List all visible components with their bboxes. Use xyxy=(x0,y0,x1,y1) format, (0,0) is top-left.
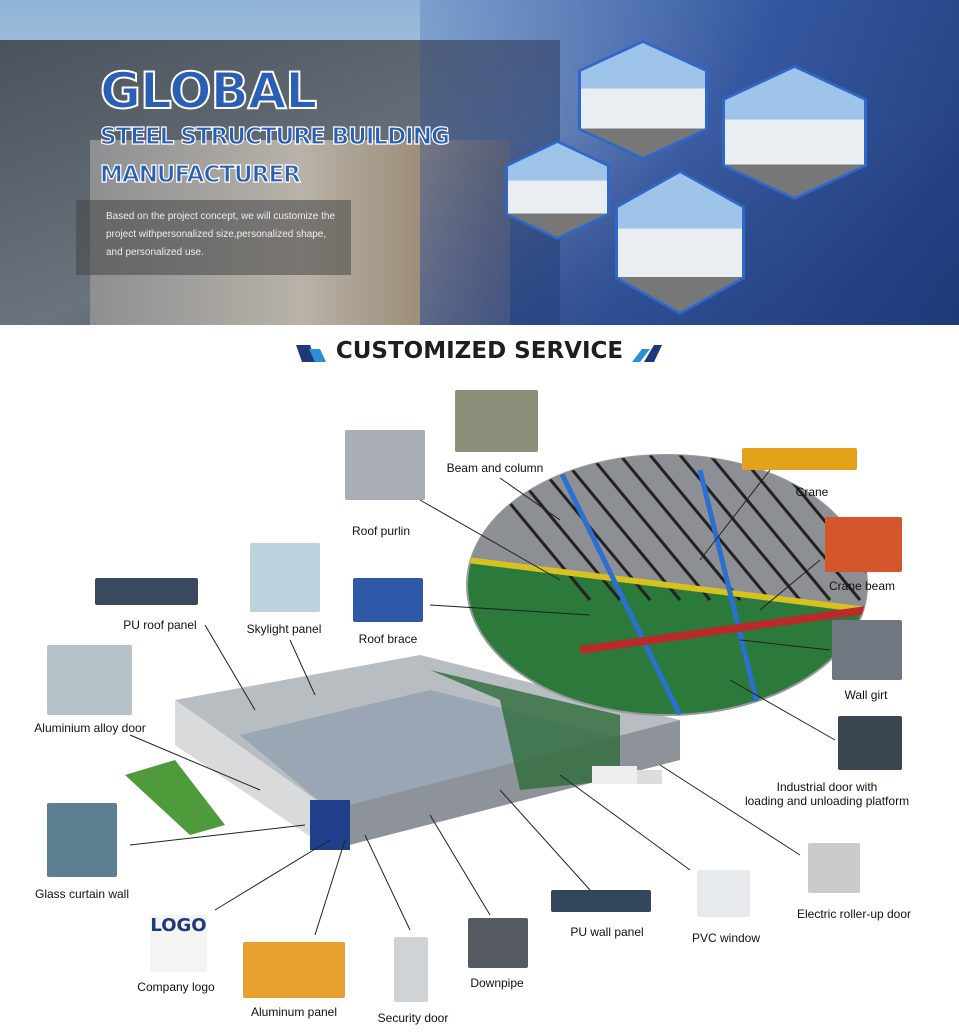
label-text: Crane xyxy=(795,485,829,499)
label-text: Company logo xyxy=(137,980,215,994)
heading-decoration-left xyxy=(296,345,326,362)
wall-girt-image xyxy=(832,620,902,680)
label-text: PU roof panel xyxy=(123,618,197,632)
project-photo-hex xyxy=(722,65,867,200)
glass-curtain-wall-leader-line xyxy=(129,824,306,846)
electric-roller-up-door-leader-line xyxy=(659,764,801,856)
description-line: Based on the project concept, we will cu… xyxy=(106,211,336,222)
aluminum-panel-label: Aluminum panel xyxy=(251,1005,337,1019)
electric-roller-up-door-label: Electric roller-up door xyxy=(797,907,911,921)
pu-roof-panel-leader-line xyxy=(204,624,256,711)
pvc-window-label: PVC window xyxy=(692,931,760,945)
roof-purlin-stripe xyxy=(708,455,832,601)
security-door-leader-line xyxy=(364,834,411,931)
beam-and-column-label: Beam and column xyxy=(447,461,544,475)
roof-purlin-stripe xyxy=(618,455,742,601)
security-door-label: Security door xyxy=(378,1011,449,1025)
crane-label: Crane xyxy=(796,485,829,499)
pu-roof-panel-label: PU roof panel xyxy=(123,618,196,632)
hero-subtitle: STEEL STRUCTURE BUILDING xyxy=(99,123,450,150)
electric-roller-up-door-image xyxy=(808,843,860,893)
crane-image xyxy=(742,448,857,470)
hero-description: Based on the project concept, we will cu… xyxy=(76,200,351,275)
label-text: Aluminum panel xyxy=(250,1005,338,1019)
roof-purlin-leader-line xyxy=(419,499,561,581)
hero-subtitle: MANUFACTURER xyxy=(99,161,301,188)
description-line: project withpersonalized size,personaliz… xyxy=(106,229,327,240)
aluminium-alloy-door-image xyxy=(47,645,132,715)
downpipe-image xyxy=(468,918,528,968)
roof-purlin-stripe xyxy=(738,455,862,601)
glass-curtain-wall-label: Glass curtain wall xyxy=(35,887,129,901)
aluminium-alloy-door-label: Aluminium alloy door xyxy=(34,721,145,735)
roof-purlin-image xyxy=(345,430,425,500)
heading-decoration-right xyxy=(632,345,662,362)
label-text: Roof brace xyxy=(358,632,418,646)
industrial-door-image xyxy=(838,716,902,770)
project-photo-hex xyxy=(578,40,708,160)
downpipe-leader-line xyxy=(429,814,491,916)
label-text: Beam and column xyxy=(446,461,544,475)
label-text: Roof purlin xyxy=(351,524,411,538)
label-text: PU wall panel xyxy=(570,925,644,939)
pu-wall-panel-label: PU wall panel xyxy=(570,925,643,939)
roof-brace-leader-line xyxy=(429,604,591,616)
aluminium-alloy-door-leader-line xyxy=(129,734,261,791)
label-text: PVC window xyxy=(691,931,761,945)
description-line: and personalized use. xyxy=(106,247,204,258)
downpipe-label: Downpipe xyxy=(470,976,523,990)
industrial-door-leader-line xyxy=(729,679,836,741)
crane-beam-leader-line xyxy=(759,559,821,611)
pu-wall-panel-image xyxy=(551,890,651,912)
label-text: Wall girt xyxy=(844,688,888,702)
building-illustration xyxy=(175,655,680,850)
section-title: CUSTOMIZED SERVICE xyxy=(335,338,624,364)
pu-wall-panel-leader-line xyxy=(499,789,591,891)
skylight-panel-leader-line xyxy=(289,639,316,696)
zoom-detail-circle xyxy=(466,454,868,716)
skylight-panel-label: Skylight panel xyxy=(247,622,322,636)
label-text: Aluminium alloy door xyxy=(34,721,146,735)
logo-text: LOGO xyxy=(150,915,207,936)
crane-beam-image xyxy=(825,517,902,572)
beam-and-column-image xyxy=(455,390,538,452)
roof-purlin-stripe xyxy=(648,455,772,601)
label-text: Industrial door with xyxy=(776,780,878,794)
label-text: Skylight panel xyxy=(246,622,322,636)
project-photo-hex xyxy=(615,170,745,315)
label-text: Security door xyxy=(377,1011,449,1025)
aluminum-panel-image xyxy=(243,942,345,998)
label-text: Downpipe xyxy=(470,976,524,990)
pvc-window-leader-line xyxy=(559,774,691,871)
crane-leader-line xyxy=(699,469,771,561)
company-logo-image: LOGO xyxy=(150,915,207,972)
wall-girt-label: Wall girt xyxy=(845,688,888,702)
hero-banner: GLOBAL STEEL STRUCTURE BUILDING MANUFACT… xyxy=(0,0,959,325)
label-text: Glass curtain wall xyxy=(34,887,130,901)
company-logo-leader-line xyxy=(214,839,331,911)
label-text: Crane beam xyxy=(828,579,896,593)
roof-brace-image xyxy=(353,578,423,622)
company-logo-label: Company logo xyxy=(137,980,214,994)
label-text: Electric roller-up door xyxy=(796,907,912,921)
crane-beam-label: Crane beam xyxy=(829,579,895,593)
roof-purlin-label: Roof purlin xyxy=(352,524,410,538)
label-text: loading and unloading platform xyxy=(744,794,910,808)
roof-brace-label: Roof brace xyxy=(359,632,418,646)
beam-and-column-leader-line xyxy=(499,477,561,521)
leader-lines xyxy=(129,469,836,936)
roof-purlin-stripe xyxy=(588,455,712,601)
wall-girt-leader-line xyxy=(739,639,831,651)
glass-curtain-wall-image xyxy=(47,803,117,877)
security-door-image xyxy=(394,937,428,1002)
pu-roof-panel-image xyxy=(95,578,198,605)
roof-purlin-stripe xyxy=(558,455,682,601)
ground-lawn xyxy=(125,760,225,835)
project-photo-hex xyxy=(505,140,610,240)
pvc-window-image xyxy=(697,870,750,917)
aluminum-panel-leader-line xyxy=(314,839,346,936)
hero-title: GLOBAL xyxy=(99,61,318,121)
skylight-panel-image xyxy=(250,543,320,612)
